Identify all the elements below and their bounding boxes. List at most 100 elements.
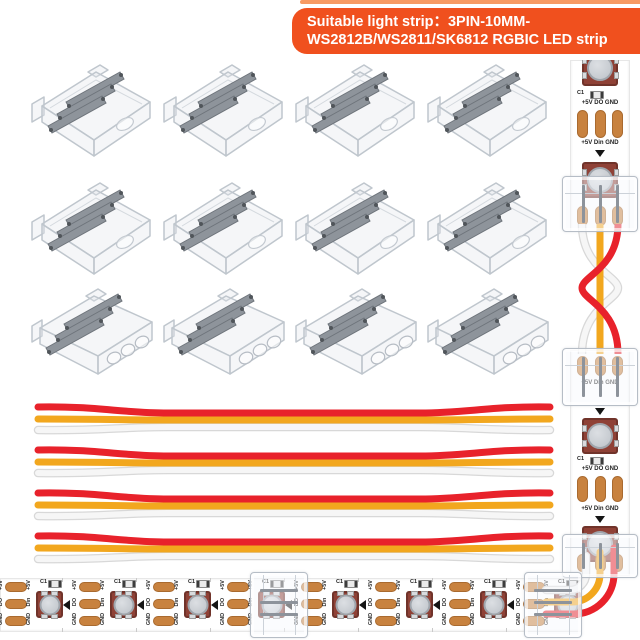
led-notch <box>51 613 58 619</box>
white-wire <box>579 224 622 354</box>
data-direction-arrow-icon <box>359 600 366 610</box>
led-lens <box>483 594 504 615</box>
led-notch <box>613 60 619 64</box>
data-direction-arrow-icon <box>507 600 514 610</box>
solder-pad <box>594 476 606 502</box>
tick <box>432 578 433 582</box>
component-label: C1 <box>188 579 196 585</box>
data-direction-arrow-icon <box>211 600 218 610</box>
led-lens <box>187 594 208 615</box>
pad-label: GND <box>516 612 522 626</box>
led-notch <box>581 440 587 447</box>
solder-pad <box>375 582 397 592</box>
yellow-wire <box>34 458 554 467</box>
led-notch <box>613 425 619 432</box>
strip-clip-connector <box>163 182 283 275</box>
led-notch <box>41 590 48 596</box>
strip-clip-connector <box>295 288 417 375</box>
pad-label: +5V <box>470 580 476 590</box>
led-module <box>110 590 137 619</box>
led-notch <box>199 613 206 619</box>
resistor-icon <box>122 580 136 588</box>
banner-line1: Suitable light strip：3PIN-10MM- <box>307 14 531 30</box>
pad-row-label: +5V Din GND <box>581 506 619 512</box>
pad-label: DO <box>220 597 226 607</box>
led-notch <box>125 590 132 596</box>
strip-clip-connector <box>163 288 285 375</box>
clip-pin <box>616 543 619 569</box>
solder-pad <box>79 599 101 609</box>
solder-pad <box>5 599 27 609</box>
pad-label: GND <box>442 612 448 626</box>
led-notch <box>337 590 344 596</box>
yellow-wire <box>34 544 554 553</box>
clip-pin <box>599 543 602 569</box>
led-lens <box>335 594 356 615</box>
led-notch <box>347 613 354 619</box>
3pin-ribbon-cable <box>33 403 555 435</box>
clip-pin <box>582 543 585 569</box>
red-wire <box>34 489 554 503</box>
clip-pin <box>616 357 619 397</box>
led-notch <box>51 590 58 596</box>
resistor-icon <box>196 580 210 588</box>
clip-pin <box>599 185 602 223</box>
led-notch <box>115 590 122 596</box>
led-lens <box>587 60 613 81</box>
pad-label: +5V <box>368 580 374 590</box>
solder-pad <box>153 582 175 592</box>
data-direction-arrow-icon <box>137 600 144 610</box>
solder-pad <box>594 110 606 138</box>
led-module <box>581 60 619 86</box>
solder-pad <box>375 616 397 626</box>
pad-label: DO <box>146 597 152 607</box>
clip-seam <box>263 575 264 635</box>
solder-pad <box>79 616 101 626</box>
solder-pad <box>612 476 623 502</box>
led-notch <box>347 590 354 596</box>
3pin-ribbon-cable <box>33 532 555 564</box>
data-direction-arrow-icon <box>433 600 440 610</box>
tick <box>210 628 211 632</box>
strip-clip-connector <box>562 348 638 406</box>
data-direction-arrow-icon <box>595 150 605 157</box>
tick <box>358 628 359 632</box>
solder-pad <box>153 599 175 609</box>
strip-clip-connector <box>31 182 151 275</box>
led-notch <box>411 590 418 596</box>
pad-label: +5V <box>322 580 328 590</box>
solder-pad <box>449 599 471 609</box>
strip-clip-connector <box>524 572 582 638</box>
led-notch <box>581 425 587 432</box>
tick <box>62 628 63 632</box>
pad-label: +5V <box>100 580 106 590</box>
component-label: C1 <box>484 579 492 585</box>
pad-label: DO <box>516 597 522 607</box>
solder-pad <box>577 476 588 502</box>
pad-label: DO <box>368 597 374 607</box>
3pin-ribbon-cable <box>33 489 555 521</box>
solder-pad <box>227 616 249 626</box>
tick <box>136 578 137 582</box>
pad-label: GND <box>470 612 476 626</box>
led-notch <box>421 613 428 619</box>
solder-pad <box>5 582 27 592</box>
led-module <box>480 590 507 619</box>
led-notch <box>189 590 196 596</box>
pad-label: +5V <box>220 580 226 590</box>
pad-label: +5V <box>146 580 152 590</box>
resistor-icon <box>492 580 506 588</box>
clip-pin <box>582 357 585 397</box>
yellow-wire <box>34 501 554 510</box>
clip-pin <box>534 601 572 604</box>
pad-label: GND <box>220 612 226 626</box>
white-wire <box>35 553 553 563</box>
led-notch <box>189 613 196 619</box>
pad-label: +5V <box>396 580 402 590</box>
led-notch <box>581 60 587 64</box>
solder-pad <box>577 110 588 138</box>
strip-clip-connector <box>562 534 638 578</box>
led-lens <box>113 594 134 615</box>
